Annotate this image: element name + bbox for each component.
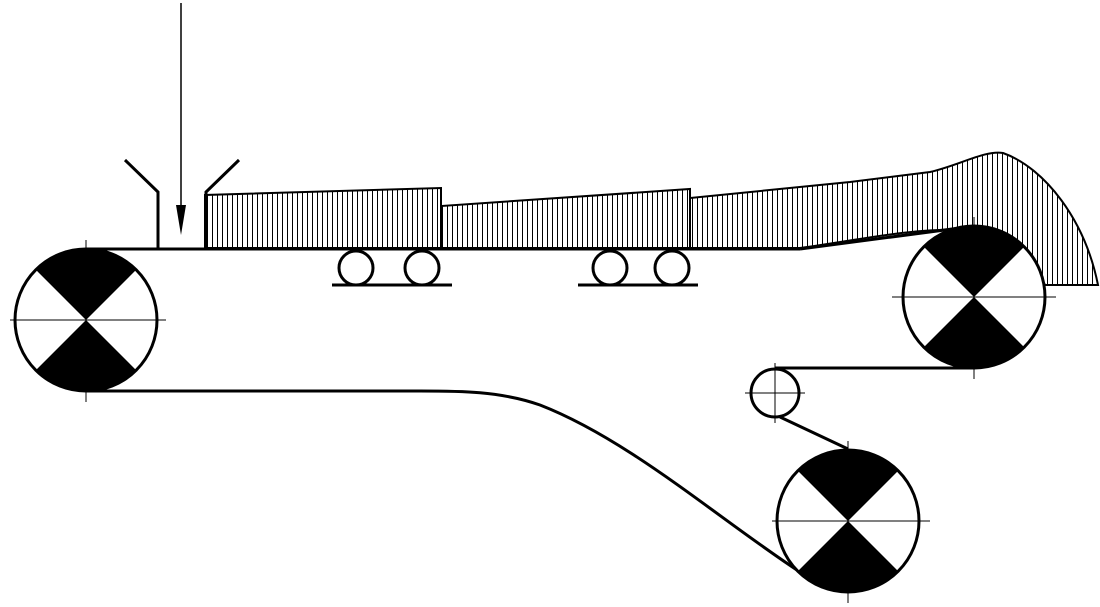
idler-roller bbox=[591, 249, 629, 287]
hopper-left-wall bbox=[123, 158, 160, 248]
belt-to-tension bbox=[779, 415, 849, 451]
idler-roller bbox=[653, 249, 691, 287]
arrow-down-icon bbox=[176, 205, 186, 235]
tension-drum bbox=[772, 441, 930, 603]
material-segment-2 bbox=[440, 187, 691, 249]
idler-set-1 bbox=[332, 249, 452, 287]
belt-top-run-incline bbox=[799, 224, 976, 251]
idler-roller bbox=[403, 249, 441, 287]
hopper-right-wall bbox=[204, 158, 241, 248]
belt bbox=[86, 224, 976, 574]
feed-arrow bbox=[176, 3, 186, 235]
snub-pulley bbox=[745, 363, 805, 423]
idler-roller bbox=[337, 249, 375, 287]
belt-bottom-run bbox=[86, 389, 801, 574]
head-drum bbox=[892, 217, 1056, 379]
idler-set-2 bbox=[578, 249, 698, 287]
material-segment-1 bbox=[204, 186, 442, 249]
drive-drum bbox=[10, 240, 166, 402]
material-segment-3 bbox=[689, 151, 1100, 286]
hopper bbox=[123, 158, 241, 248]
